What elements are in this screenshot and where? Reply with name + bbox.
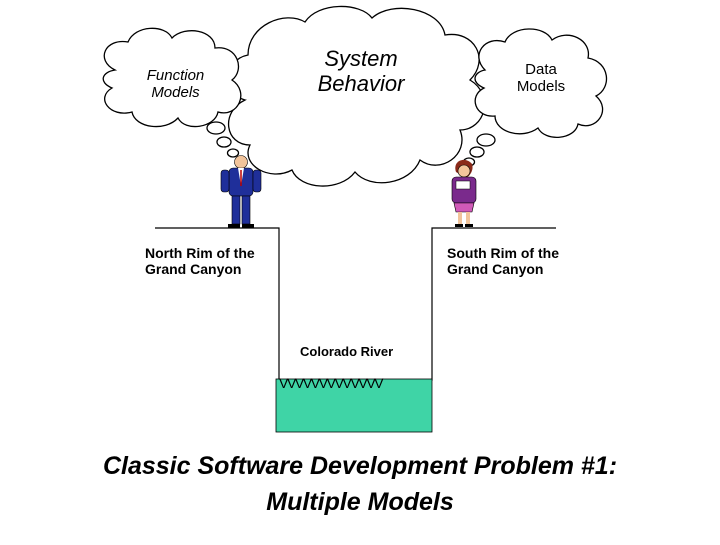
system-behavior-label-line2: Behavior bbox=[317, 71, 405, 97]
function-models-label: Function Models bbox=[128, 67, 223, 102]
man-figure bbox=[220, 155, 262, 228]
colorado-river-water bbox=[275, 378, 433, 433]
system-behavior-label: System Behavior bbox=[296, 46, 426, 97]
north-rim-label: North Rim of the Grand Canyon bbox=[145, 245, 255, 277]
slide-title-line1: Classic Software Development Problem #1: bbox=[102, 452, 618, 480]
function-models-cloud bbox=[102, 27, 242, 128]
system-behavior-label-line1: System bbox=[324, 46, 398, 71]
function-models-label-line2: Models bbox=[151, 84, 200, 102]
slide-title-line2: Multiple Models bbox=[266, 488, 454, 516]
thought-bubbles-left bbox=[206, 121, 240, 158]
data-models-label: Data Models bbox=[500, 61, 582, 96]
north-rim-label-line2: Grand Canyon bbox=[145, 261, 242, 278]
water-waves: VVVVVVVVVVVVV bbox=[279, 375, 384, 391]
data-models-label-line1: Data bbox=[525, 61, 557, 78]
north-rim-label-line1: North Rim of the bbox=[145, 245, 255, 261]
colorado-river-label: Colorado River bbox=[300, 344, 394, 359]
data-models-cloud bbox=[474, 28, 608, 138]
south-rim-label-line1: South Rim of the bbox=[447, 245, 559, 261]
function-models-label-line1: Function bbox=[146, 67, 205, 84]
south-rim-label-line2: Grand Canyon bbox=[447, 261, 544, 278]
woman-figure bbox=[451, 159, 477, 227]
data-models-label-line2: Models bbox=[516, 78, 566, 96]
south-rim-label: South Rim of the Grand Canyon bbox=[447, 245, 559, 277]
